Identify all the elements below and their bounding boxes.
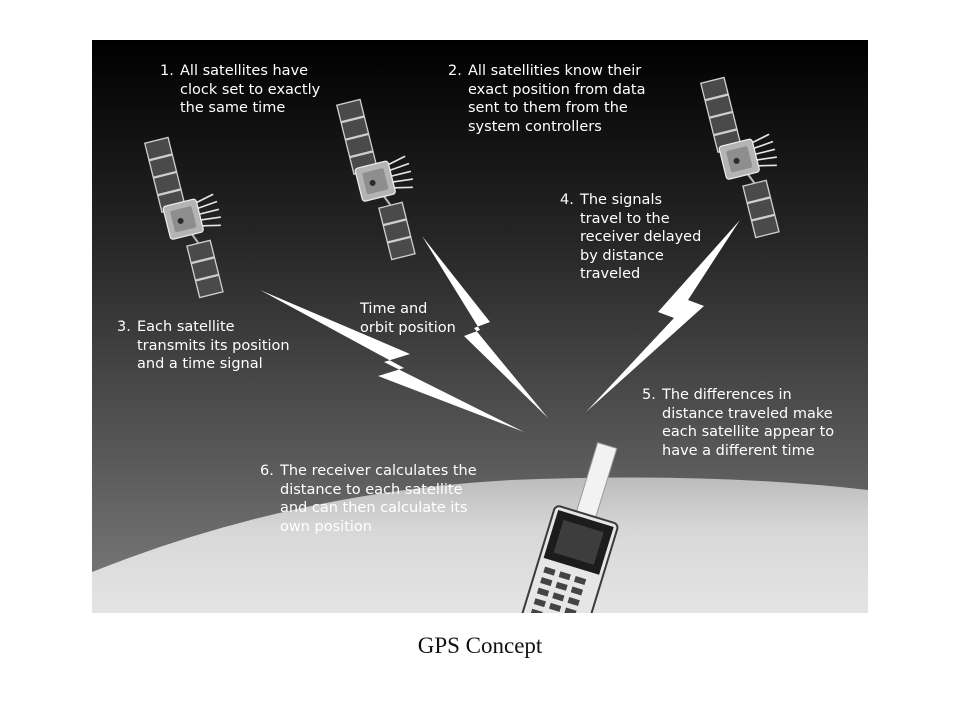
- step-3-label: 3.Each satellite transmits its position …: [117, 319, 290, 372]
- signal-label: Time and orbit position: [360, 301, 456, 336]
- gps-receiver-icon: [515, 441, 619, 613]
- step-1-label: 1.All satellites have clock set to exact…: [160, 63, 321, 116]
- earth-horizon: [92, 477, 868, 613]
- step-6-label: 6.The receiver calculates the distance t…: [260, 463, 477, 535]
- step-5-label: 5.The differences in distance traveled m…: [642, 387, 835, 459]
- lightning-signal-icon: [260, 220, 740, 432]
- step-4-label: 4.The signals travel to the receiver del…: [560, 192, 702, 282]
- step-2-label: 2.All satellities know their exact posit…: [448, 63, 646, 135]
- gps-diagram: 1.All satellites have clock set to exact…: [92, 40, 868, 613]
- gps-scene: [92, 40, 868, 613]
- figure-caption: GPS Concept: [417, 633, 543, 658]
